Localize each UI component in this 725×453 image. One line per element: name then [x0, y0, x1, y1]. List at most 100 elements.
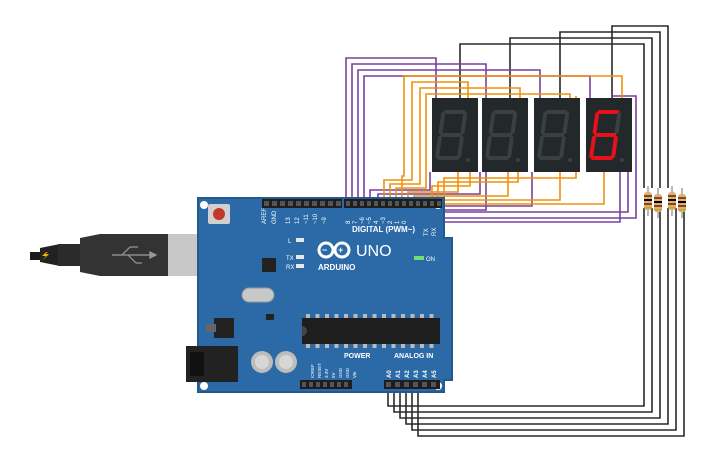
- capacitor: [275, 351, 297, 373]
- power-pin-label: RESET: [317, 363, 322, 378]
- power-pin-label: GND: [338, 367, 343, 378]
- rx-pin-label: RX: [432, 228, 438, 236]
- brand-label: ARDUINO: [318, 263, 355, 272]
- digital-pin-label: 4: [374, 220, 380, 224]
- segment-e: [485, 136, 492, 158]
- power-pin-label: GND: [345, 367, 350, 378]
- segment-e: [537, 136, 544, 158]
- segment-f: [592, 112, 600, 134]
- segment-f: [540, 112, 548, 134]
- segment-e: [435, 136, 442, 158]
- decimal-point: [466, 158, 470, 162]
- led-l: [296, 238, 304, 242]
- usb-chip: [262, 258, 276, 272]
- led-rx-label: RX: [286, 265, 294, 271]
- dc-power-jack[interactable]: [186, 346, 238, 382]
- model-label: UNO: [356, 243, 392, 260]
- digital-pin-label: 7: [353, 220, 359, 224]
- power-pin-label: Vin: [352, 371, 357, 378]
- analog-header: [384, 380, 440, 389]
- segment-c: [507, 136, 514, 158]
- analog-pin-label: A4: [423, 370, 429, 378]
- analog-pin-label: A3: [414, 370, 420, 378]
- segment-c: [559, 136, 566, 158]
- crystal-oscillator: [241, 287, 275, 303]
- mounting-hole: [200, 201, 208, 209]
- digital-pin-label: 0: [402, 220, 408, 224]
- led-rx: [296, 264, 304, 268]
- resistor-1[interactable]: [644, 186, 652, 216]
- seven-segment-display-2[interactable]: [482, 98, 528, 172]
- decimal-point: [568, 158, 572, 162]
- led-l-label: L: [288, 239, 292, 245]
- segment-b: [460, 112, 468, 134]
- resistor-4[interactable]: [678, 188, 686, 218]
- analog-pin-label: A1: [396, 370, 402, 378]
- power-pin-label: IOREF: [310, 364, 315, 378]
- digital-pin-label: ~5: [367, 216, 373, 224]
- decimal-point: [516, 158, 520, 162]
- segment-f: [438, 112, 446, 134]
- digital-header: [262, 199, 442, 208]
- analog-pin-label: A0: [387, 370, 393, 378]
- seven-segment-display-4[interactable]: 6: [586, 97, 632, 172]
- digital-header-label: DIGITAL (PWM~): [352, 225, 415, 234]
- digital-pin-label: ~10: [313, 213, 319, 224]
- logo-plus: +: [338, 245, 343, 255]
- wires-black: [387, 25, 685, 437]
- digital-pin-label: 13: [286, 217, 292, 224]
- digital-pin-label: ~9: [322, 216, 328, 224]
- digital-pin-label: ~11: [304, 214, 310, 224]
- digital-pin-label: ~3: [381, 216, 387, 224]
- digital-pin-label: 8: [346, 220, 352, 224]
- usb-symbol-icon: [112, 246, 158, 264]
- analog-pin-label: A5: [432, 370, 438, 378]
- logo-minus: −: [322, 245, 327, 255]
- segment-b: [510, 112, 518, 134]
- digital-pin-label: 2: [388, 220, 394, 224]
- segment-b: [562, 112, 570, 134]
- digital-pin-label: 1: [395, 220, 401, 224]
- resistors: [644, 186, 686, 218]
- mounting-hole: [200, 382, 208, 390]
- power-pin-label: 5V: [331, 372, 336, 378]
- digital-pin-label: 12: [295, 217, 301, 224]
- segment-f: [488, 112, 496, 134]
- digital-pin-label: ~6: [360, 216, 366, 224]
- analog-pin-label: A2: [405, 370, 411, 378]
- digital-pin-holes: [264, 201, 441, 206]
- voltage-regulator: [214, 318, 234, 338]
- power-led: [414, 256, 424, 260]
- segment-b: [614, 112, 622, 134]
- segment-c: [457, 136, 464, 158]
- segment-c: [611, 136, 618, 158]
- smd-component: [266, 314, 274, 320]
- atmega-chip: [302, 318, 440, 344]
- analog-header-label: ANALOG IN: [394, 353, 433, 360]
- capacitor: [251, 351, 273, 373]
- led-tx-label: TX: [286, 256, 294, 262]
- seven-segment-display-3[interactable]: [534, 98, 580, 172]
- seven-segment-displays: 6: [432, 97, 632, 172]
- segment-e: [589, 136, 596, 158]
- regulator-tab: [206, 324, 216, 332]
- tx-pin-label: TX: [424, 228, 430, 236]
- reset-button[interactable]: [208, 204, 230, 224]
- seven-segment-display-1[interactable]: [432, 98, 478, 172]
- usb-cable[interactable]: [30, 234, 212, 276]
- resistor-2[interactable]: [654, 188, 662, 218]
- power-header-label: POWER: [344, 353, 370, 360]
- aref-label: AREF: [262, 208, 268, 224]
- decimal-point: [620, 158, 624, 162]
- arduino-logo-icon: [317, 241, 351, 259]
- on-label: ON: [426, 257, 435, 263]
- gnd-label: GND: [272, 210, 278, 224]
- resistor-3[interactable]: [668, 186, 676, 216]
- power-pin-label: 3.3V: [324, 369, 329, 378]
- led-tx: [296, 255, 304, 259]
